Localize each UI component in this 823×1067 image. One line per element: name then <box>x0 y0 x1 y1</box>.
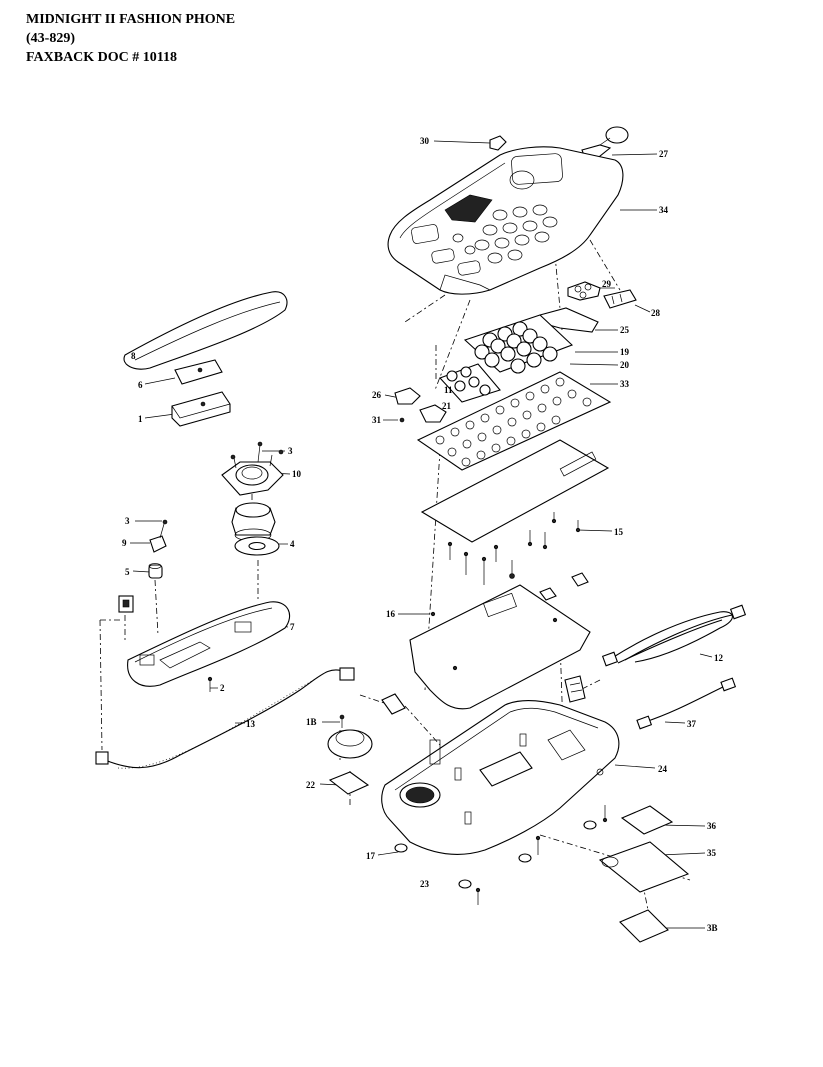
header-model-number: (43-829) <box>26 31 75 46</box>
callout-20: 20 <box>620 360 630 370</box>
part-10-receiver-housing <box>221 441 284 496</box>
part-16-shield-plate <box>409 572 591 710</box>
callout-28: 28 <box>651 308 661 318</box>
callout-33: 33 <box>620 379 630 389</box>
part-28-bracket <box>603 289 637 309</box>
part-12-line-cord <box>601 604 747 667</box>
part-36-label <box>620 805 674 835</box>
part-7-handset-base <box>127 601 290 692</box>
callout-5: 5 <box>125 567 130 577</box>
callout-16: 16 <box>386 609 396 619</box>
callout-23: 23 <box>420 879 430 889</box>
callout-34: 34 <box>659 205 669 215</box>
callout-25: 25 <box>620 325 630 335</box>
callout-4: 4 <box>290 539 295 549</box>
part-4-washer <box>234 536 280 556</box>
pcb-contacts <box>435 377 592 467</box>
part-26-key <box>394 387 421 405</box>
callout-labels: 30 27 34 29 28 25 19 20 11 26 21 33 31 1… <box>122 136 724 933</box>
handset-modular-jack <box>118 595 134 613</box>
header-title: MIDNIGHT II FASHION PHONE <box>26 12 236 27</box>
part-3B-label <box>619 909 669 943</box>
part-21-key <box>419 404 447 423</box>
part-22-ringer <box>327 729 373 795</box>
callout-7: 7 <box>290 622 295 632</box>
part-1-weight <box>171 391 231 427</box>
callout-26: 26 <box>372 390 382 400</box>
housing-key-holes <box>452 204 558 264</box>
callout-17: 17 <box>366 851 376 861</box>
part-5-actuator <box>148 563 163 579</box>
receiver-speaker <box>231 502 276 542</box>
main-pcb-screws <box>447 512 581 585</box>
callout-1: 1 <box>138 414 143 424</box>
callout-3-lower: 3 <box>125 516 130 526</box>
modular-jack <box>564 675 586 703</box>
callout-21: 21 <box>442 401 452 411</box>
callout-10: 10 <box>292 469 302 479</box>
callout-8: 8 <box>131 351 136 361</box>
callout-9: 9 <box>122 538 127 548</box>
callout-15: 15 <box>614 527 624 537</box>
part-11-function-keys <box>439 363 501 403</box>
header-doc-number: FAXBACK DOC # 10118 <box>26 50 178 65</box>
part-29-button-set <box>567 281 601 301</box>
part-33-keypad-pcb <box>416 371 612 471</box>
part-30-clip <box>489 135 507 151</box>
callout-29: 29 <box>602 279 612 289</box>
part-24-base-housing <box>381 699 620 855</box>
callout-24: 24 <box>658 764 668 774</box>
part-6-pad <box>174 359 223 385</box>
callout-2: 2 <box>220 683 225 693</box>
callout-6: 6 <box>138 380 143 390</box>
part-9-hook-switch <box>149 519 168 553</box>
callout-27: 27 <box>659 149 669 159</box>
part-35-wall-bracket <box>598 841 690 893</box>
part-17-23-feet <box>394 805 608 905</box>
part-37-jumper-cord <box>636 677 737 730</box>
callout-35: 35 <box>707 848 717 858</box>
part-15-main-pcb <box>420 439 610 585</box>
part-13-coil-cord <box>95 667 355 769</box>
callout-12: 12 <box>714 653 724 663</box>
callout-22: 22 <box>306 780 316 790</box>
cord-jack <box>381 693 406 715</box>
part-8-handset-cover <box>123 291 288 370</box>
callout-31: 31 <box>372 415 382 425</box>
document-header: MIDNIGHT II FASHION PHONE (43-829) FAXBA… <box>26 10 235 67</box>
callout-13: 13 <box>246 719 256 729</box>
callout-3B: 3B <box>707 923 718 933</box>
part-19-20-keypad <box>463 314 574 374</box>
keypad-buttons <box>474 321 558 374</box>
callout-36: 36 <box>707 821 717 831</box>
callout-11: 11 <box>444 385 453 395</box>
callout-19: 19 <box>620 347 630 357</box>
callout-1B: 1B <box>306 717 317 727</box>
callout-3-upper: 3 <box>288 446 293 456</box>
part-31-screw <box>399 417 405 423</box>
callout-37: 37 <box>687 719 697 729</box>
part-34-top-housing <box>387 146 624 295</box>
part-1B-screw <box>339 714 345 728</box>
callout-30: 30 <box>420 136 430 146</box>
